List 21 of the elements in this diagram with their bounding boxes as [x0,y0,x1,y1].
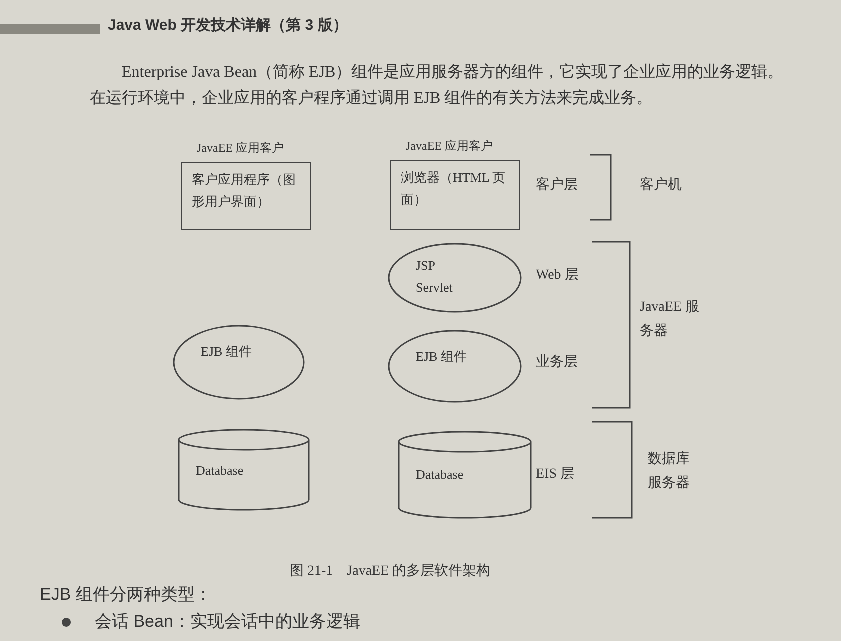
node-text: EJB 组件 [201,343,253,361]
node-text: EJB 组件 [416,348,468,366]
node-text: Database [416,466,465,484]
machine-name: JavaEE 服务器 [640,299,700,341]
tier-name: 客户层 [536,176,578,195]
list-item: 会话 Bean：实现会话中的业务逻辑 [95,612,360,632]
tier-name: 业务层 [536,354,578,372]
box-heading: JavaEE 应用客户 [406,138,493,154]
machine-name: 数据库服务器 [648,450,691,493]
section-text: EJB 组件分两种类型： [40,585,212,605]
box-heading: JavaEE 应用客户 [197,140,284,156]
tier-name: Web 层 [536,267,579,285]
running-header: Java Web 开发技术详解（第 3 版） [108,16,349,36]
paragraph: Enterprise Java Bean（简称 EJB）组件是应用服务器方的组件，它实现了企业应用的业务逻辑。在运行环境中，企业应用的客户程序通过调用 EJB 组件的有关方法来完成业务。 [90,62,785,109]
node-text: Database [196,462,245,480]
machine-name: 客户机 [640,176,682,195]
figure-caption: 图 21-1 JavaEE 的多层软件架构 [290,562,491,580]
box-text: 浏览器（HTML 页面） [401,169,507,209]
node-text: JSP Servlet [416,257,454,297]
box-text: 客户应用程序（图形用户界面） [192,171,297,211]
tier-name: EIS 层 [536,466,574,484]
